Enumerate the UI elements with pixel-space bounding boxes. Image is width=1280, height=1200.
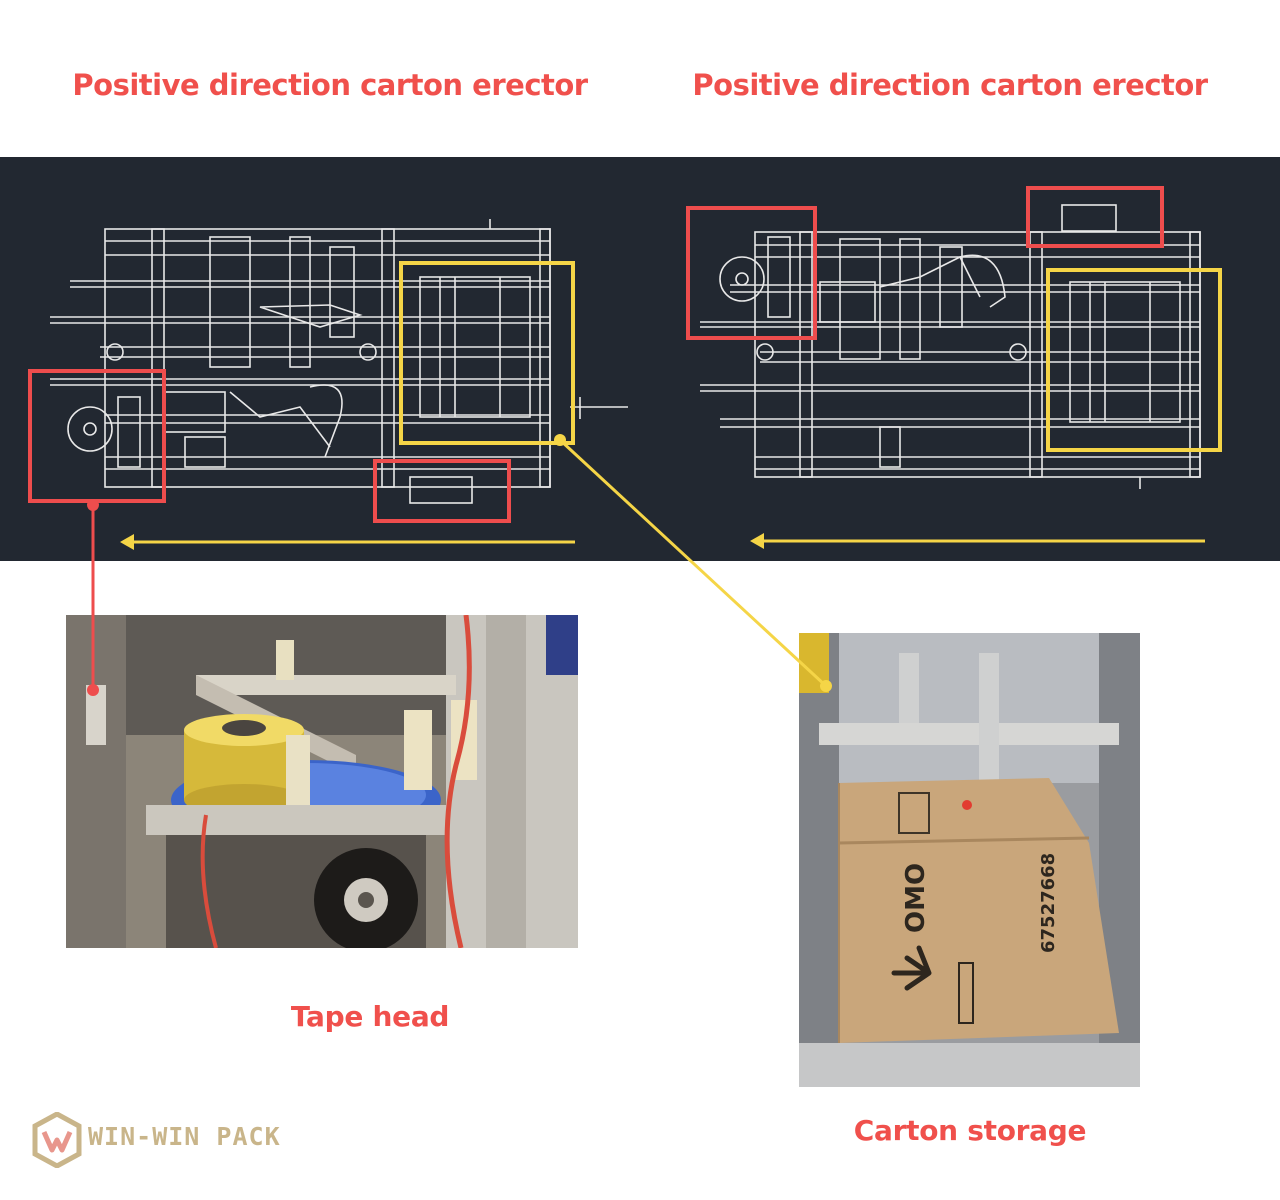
schematic-band (0, 157, 1280, 561)
logo-mark-icon (32, 1111, 82, 1169)
flow-arrow-left (120, 534, 575, 550)
title-left: Positive direction carton erector (72, 68, 588, 102)
brand-logo: WIN-WIN PACK (32, 1111, 332, 1169)
logo-text: WIN-WIN PACK (88, 1122, 281, 1151)
caption-carton-storage: Carton storage (853, 1114, 1087, 1147)
carton-brand-text: OMO (901, 863, 931, 933)
tape-head-photo (66, 615, 578, 948)
carton-storage-photo: OMO 67527668 (799, 633, 1140, 1087)
caption-tape-head: Tape head (290, 1000, 450, 1033)
carton-phone-text: 67527668 (1038, 853, 1059, 953)
title-right: Positive direction carton erector (692, 68, 1208, 102)
